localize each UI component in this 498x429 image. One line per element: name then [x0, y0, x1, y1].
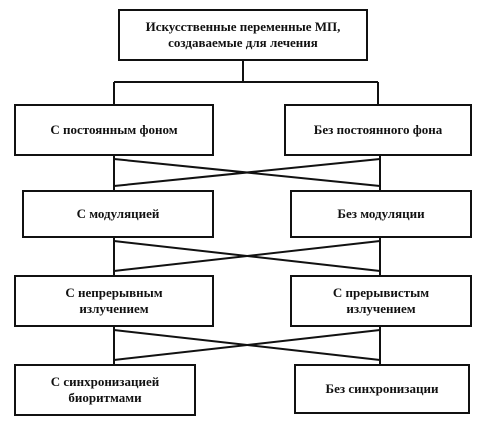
connector-l2-cross-b — [113, 240, 381, 272]
node-label: С постоянным фоном — [50, 122, 178, 137]
node-label: Без синхронизации — [325, 381, 439, 396]
node-with-modulation: С модуляцией — [22, 190, 214, 238]
root-node: Искусственные переменные МП, создаваемые… — [118, 9, 368, 61]
node-label: Без постоянного фона — [313, 122, 443, 137]
node-without-constant-background: Без постоянного фона — [284, 104, 472, 156]
connector-l1-cross-b — [113, 158, 381, 187]
node-label: С прерывистым излучением — [332, 285, 430, 316]
node-label: С непрерывным излучением — [65, 285, 163, 316]
node-intermittent-radiation: С прерывистым излучением — [290, 275, 472, 327]
node-continuous-radiation: С непрерывным излучением — [14, 275, 214, 327]
root-node-label: Искусственные переменные МП, создаваемые… — [145, 19, 341, 50]
node-without-modulation: Без модуляции — [290, 190, 472, 238]
node-with-biorhythm-sync: С синхронизацией биоритмами — [14, 364, 196, 416]
node-label: Без модуляции — [337, 206, 425, 221]
node-label: С модуляцией — [76, 206, 160, 221]
connector-l3-cross-b — [113, 329, 381, 361]
node-without-sync: Без синхронизации — [294, 364, 470, 414]
node-label: С синхронизацией биоритмами — [50, 374, 160, 405]
node-with-constant-background: С постоянным фоном — [14, 104, 214, 156]
